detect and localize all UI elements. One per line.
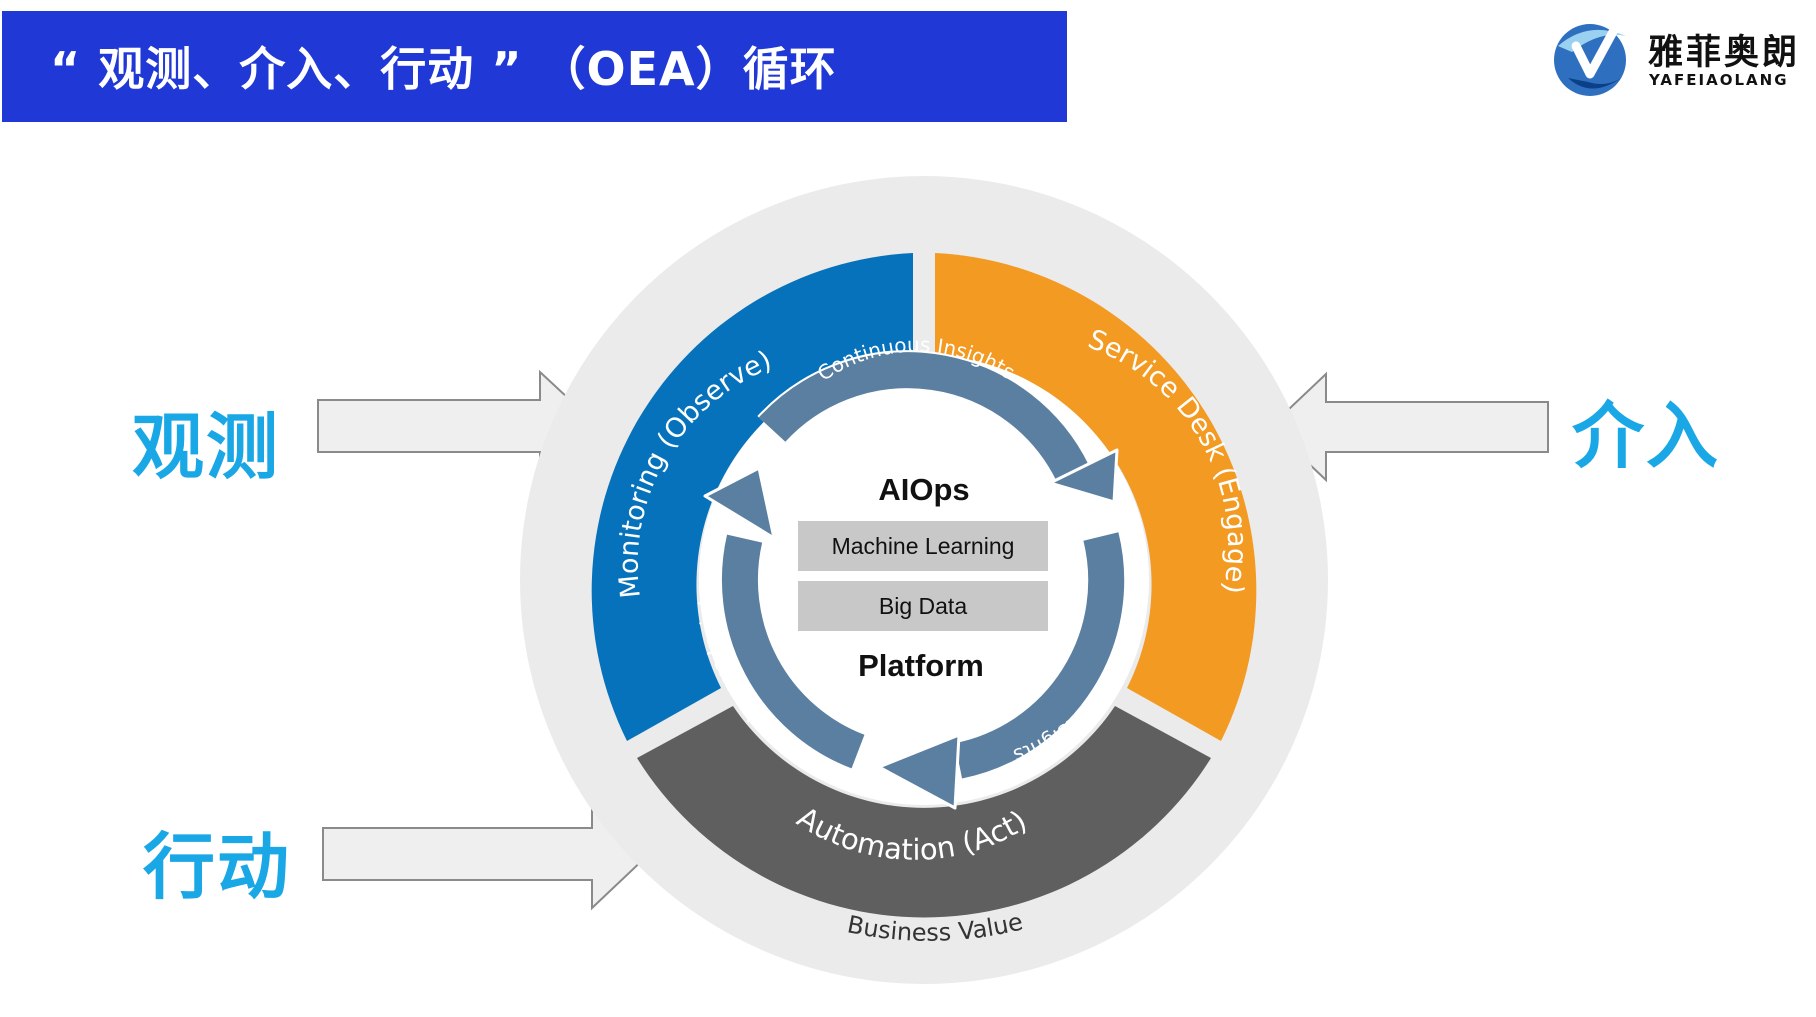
engage-arrow-icon bbox=[1268, 371, 1549, 483]
label-engage: 介入 bbox=[1572, 394, 1721, 478]
cycle-arrowhead-icon bbox=[877, 733, 961, 810]
center-disc bbox=[699, 355, 1149, 805]
automation-segment bbox=[637, 706, 1211, 918]
cycle-arrowhead-icon bbox=[703, 466, 776, 540]
big-data-box bbox=[798, 581, 1048, 631]
service-desk-segment bbox=[935, 253, 1257, 741]
page-title: “ 观测、介入、行动 ” （OEA）循环 bbox=[50, 42, 837, 96]
act-arrow-icon bbox=[322, 797, 651, 911]
logo-name: 雅菲奥朗 bbox=[1648, 33, 1801, 73]
aiops-title: AIOps bbox=[878, 472, 969, 507]
cycle-arrowhead-icon bbox=[1048, 448, 1119, 504]
label-act: 行动 bbox=[143, 825, 292, 909]
yafeiaolang-logo-icon bbox=[1554, 24, 1626, 96]
machine-learning-label: Machine Learning bbox=[832, 533, 1015, 559]
logo-subtitle: YAFEIAOLANG bbox=[1649, 71, 1789, 89]
title-bar: “ 观测、介入、行动 ” （OEA）循环 bbox=[2, 11, 1067, 122]
company-logo: 雅菲奥朗 YAFEIAOLANG bbox=[1548, 16, 1808, 100]
big-data-label: Big Data bbox=[879, 593, 967, 619]
machine-learning-box bbox=[798, 521, 1048, 571]
label-observe: 观测 bbox=[132, 405, 281, 489]
continuous-insights-ring bbox=[719, 350, 1127, 781]
monitoring-segment bbox=[591, 253, 913, 741]
platform-label: Platform bbox=[858, 648, 984, 683]
